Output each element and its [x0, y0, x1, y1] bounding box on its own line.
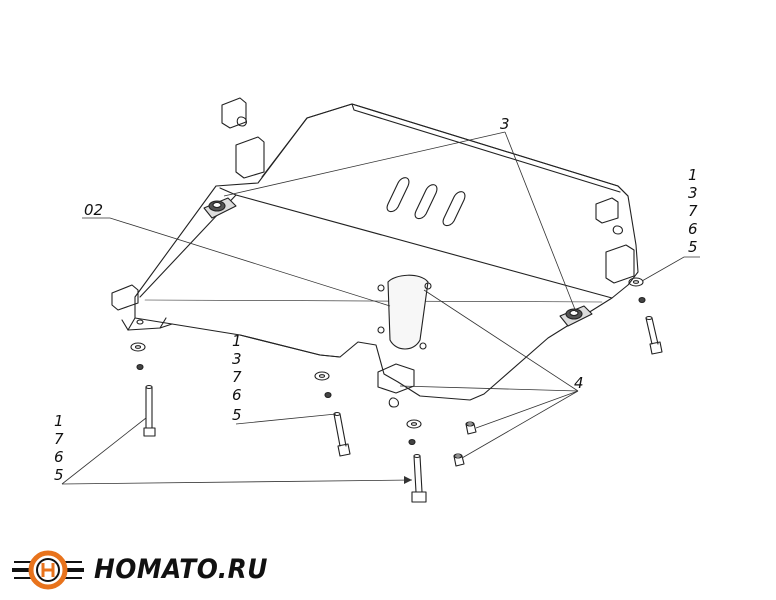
- ventilation-slots: [386, 177, 466, 227]
- bracket-top-left: [221, 97, 247, 129]
- svg-text:7: 7: [688, 202, 698, 220]
- inspection-hatch: [387, 274, 429, 350]
- callout-stack-center: 1 3 7 6 5: [232, 332, 242, 424]
- svg-text:1: 1: [232, 332, 242, 350]
- svg-text:3: 3: [688, 184, 698, 202]
- leader-4-d: [423, 289, 579, 392]
- leader-3-left: [223, 131, 506, 197]
- svg-text:5: 5: [54, 466, 64, 484]
- leader-3-right: [504, 131, 577, 313]
- svg-text:7: 7: [54, 430, 64, 448]
- bolt-center: [333, 411, 351, 457]
- bracket-center: [377, 363, 415, 394]
- leader-4-c: [461, 390, 579, 459]
- leader-right-stack: [641, 256, 700, 282]
- callout-stack-left: 1 7 6 5: [54, 412, 64, 484]
- leader-02: [82, 217, 391, 307]
- logo-text: HOMATO.RU: [94, 554, 268, 585]
- bolt-right: [645, 315, 663, 355]
- svg-text:3: 3: [232, 350, 242, 368]
- leader-left-a: [61, 417, 147, 485]
- washer-right: [628, 277, 644, 287]
- leader-left-b: [61, 479, 413, 485]
- washer-center: [314, 371, 330, 381]
- homato-logo: HOMATO.RU: [10, 548, 270, 592]
- bolt-bottom: [411, 453, 427, 503]
- logo-emblem-icon: [12, 550, 84, 590]
- svg-text:6: 6: [232, 386, 242, 404]
- small-bolt-2: [453, 453, 465, 467]
- bracket-left: [111, 284, 139, 311]
- svg-text:5: 5: [232, 406, 242, 424]
- leader-4-a: [399, 385, 579, 392]
- svg-text:1: 1: [688, 166, 698, 184]
- bushing-right: [559, 305, 593, 327]
- svg-text:5: 5: [688, 238, 698, 256]
- leader-4-b: [475, 390, 579, 429]
- bracket-right-upper: [595, 197, 619, 224]
- bolt-left: [143, 384, 156, 437]
- skid-plate: [134, 103, 639, 401]
- bracket-right: [605, 244, 635, 284]
- bracket-upper-left: [235, 136, 265, 179]
- washer-left: [130, 342, 146, 352]
- leader-center-stack: [235, 413, 337, 425]
- bushing-left: [203, 197, 237, 219]
- callout-3: 3: [500, 115, 510, 133]
- svg-text:6: 6: [688, 220, 698, 238]
- svg-text:7: 7: [232, 368, 242, 386]
- callout-stack-right: 1 3 7 6 5: [688, 166, 698, 256]
- small-bolt-1: [465, 421, 477, 435]
- callout-02: 02: [84, 201, 103, 219]
- svg-text:6: 6: [54, 448, 64, 466]
- svg-text:1: 1: [54, 412, 64, 430]
- callout-4: 4: [574, 374, 584, 392]
- washer-bottom: [406, 419, 422, 429]
